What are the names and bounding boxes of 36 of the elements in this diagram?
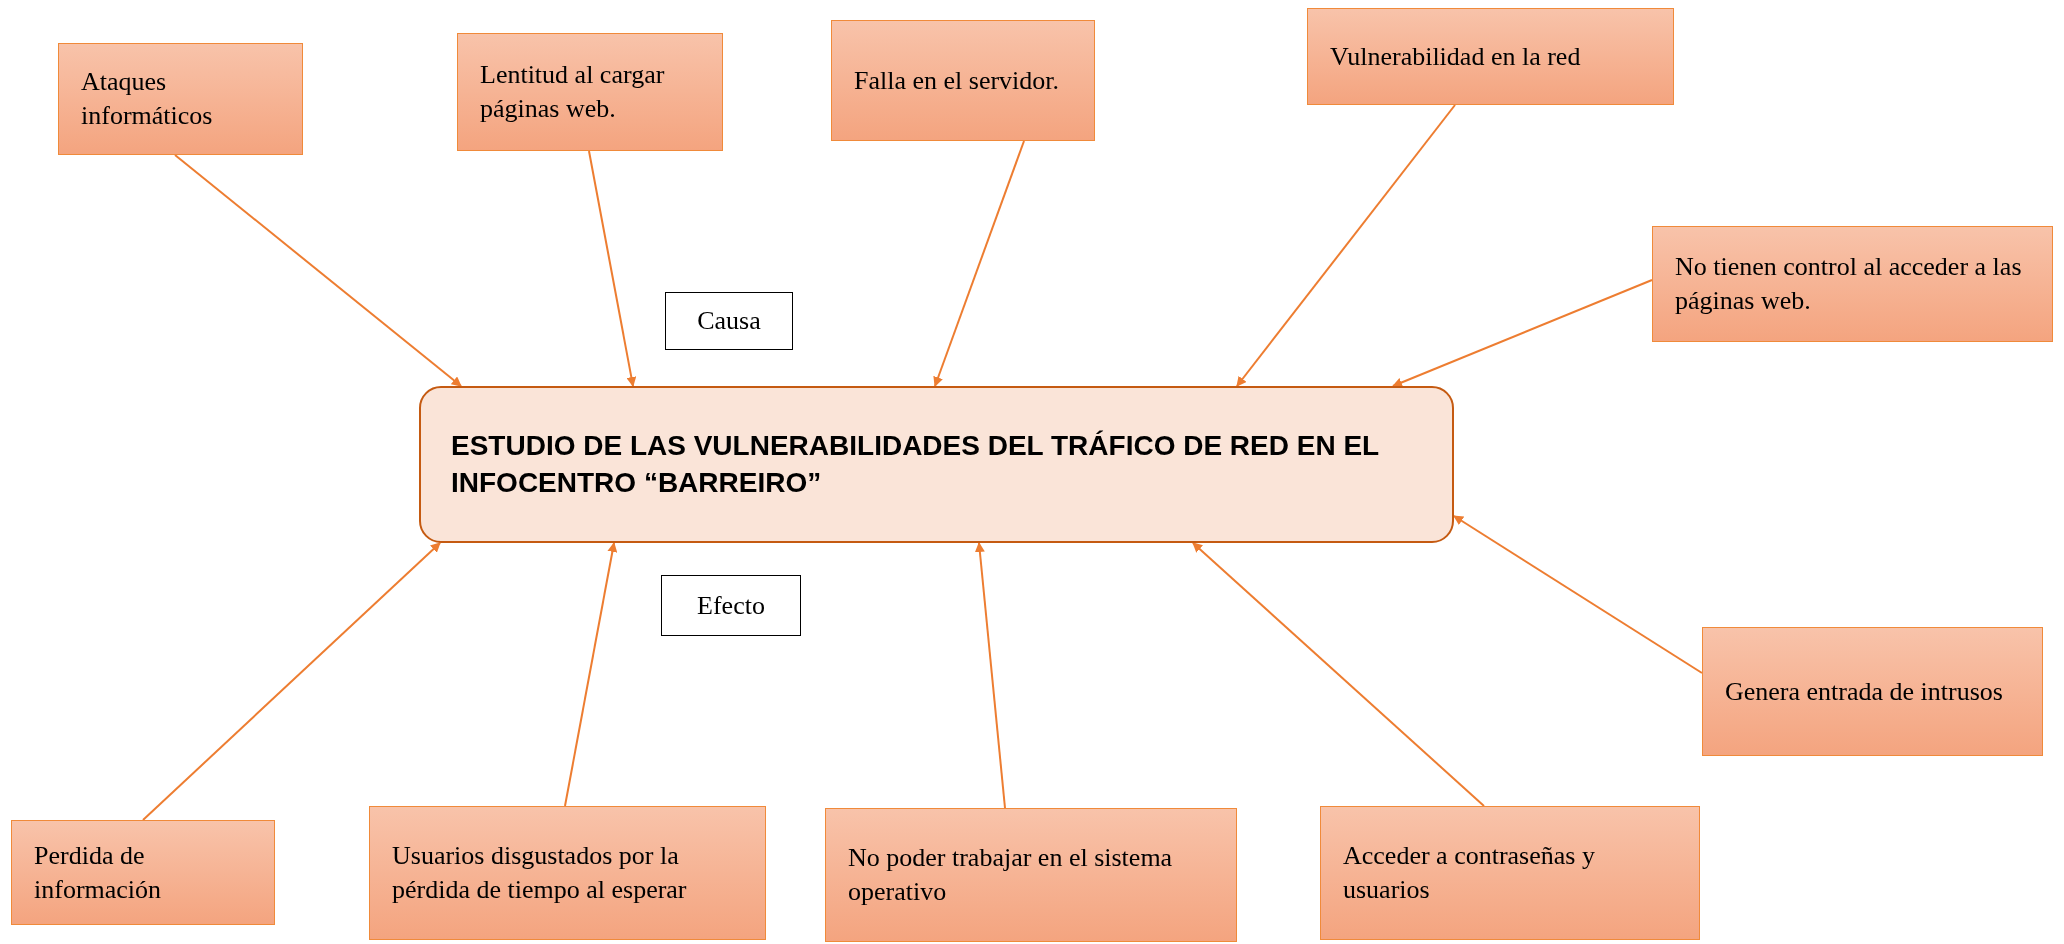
box-label: Lentitud al cargar páginas web. — [480, 59, 666, 125]
section-label-box — [661, 575, 801, 636]
arrow — [1236, 104, 1456, 387]
effect-box — [825, 808, 1237, 942]
box-label: Vulnerabilidad en la red — [1330, 40, 1581, 73]
cause-box — [58, 43, 303, 155]
section-label-box — [665, 292, 793, 350]
cause-box — [831, 20, 1095, 141]
arrow — [974, 542, 1006, 809]
effect-box — [1702, 627, 2043, 756]
box-label: ESTUDIO DE LAS VULNERABILIDADES DEL TRÁFICO DE RED EN EL INFOCENTRO “BARREIRO” — [451, 429, 1380, 500]
box-label: Perdida de información — [34, 839, 163, 906]
problem-box — [419, 386, 1454, 543]
box-label: Usuarios disgustados por la pérdida de tiempo al esperar — [392, 840, 688, 906]
box-label: Acceder a contraseñas y usuarios — [1343, 840, 1596, 906]
effect-box — [369, 806, 766, 940]
box-label: Falla en el servidor. — [854, 64, 1060, 97]
arrow — [1392, 279, 1653, 388]
effect-box — [1320, 806, 1700, 940]
arrow — [588, 150, 637, 387]
arrow — [1192, 542, 1485, 807]
box-label: Causa — [697, 306, 761, 336]
box-label: No poder trabajar en el sistema operativo — [848, 842, 1174, 908]
arrow — [564, 542, 618, 807]
box-label: Genera entrada de intrusos — [1725, 675, 2003, 708]
cause-box — [457, 33, 723, 151]
arrow — [142, 542, 441, 821]
cause-box — [1652, 226, 2053, 342]
box-label: Ataques informáticos — [81, 66, 214, 132]
box-label: Efecto — [697, 590, 765, 621]
arrow — [933, 140, 1025, 387]
arrow — [1453, 515, 1703, 674]
box-label: No tienen control al acceder a las páginas web. — [1675, 251, 2023, 317]
effect-box — [11, 820, 275, 925]
arrow — [174, 154, 462, 387]
cause-box — [1307, 8, 1674, 105]
